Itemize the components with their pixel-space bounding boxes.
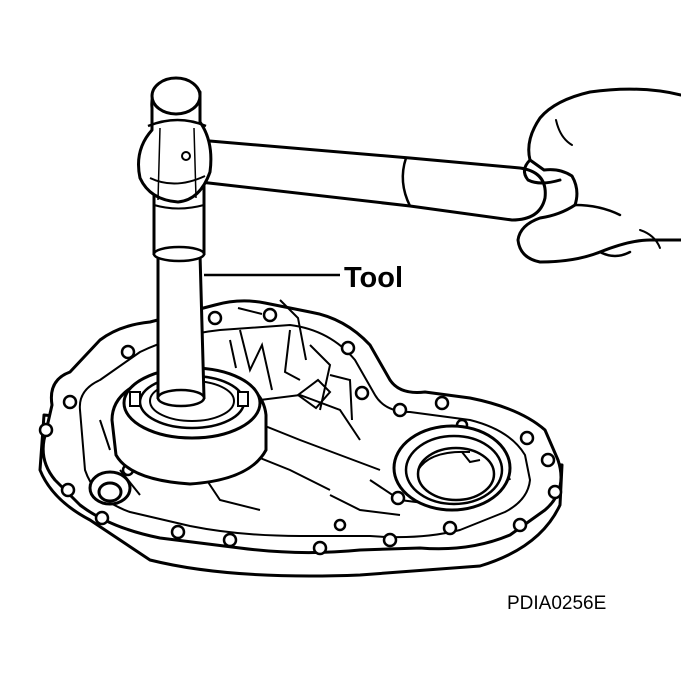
figure-code: PDIA0256E xyxy=(507,593,606,614)
hand xyxy=(516,87,681,264)
tool-drift xyxy=(152,184,206,408)
tool-label: Tool xyxy=(344,262,403,294)
oil-seal xyxy=(392,424,512,512)
drain-boss xyxy=(88,470,132,506)
bolt-holes xyxy=(38,307,563,556)
hammer xyxy=(137,76,547,222)
